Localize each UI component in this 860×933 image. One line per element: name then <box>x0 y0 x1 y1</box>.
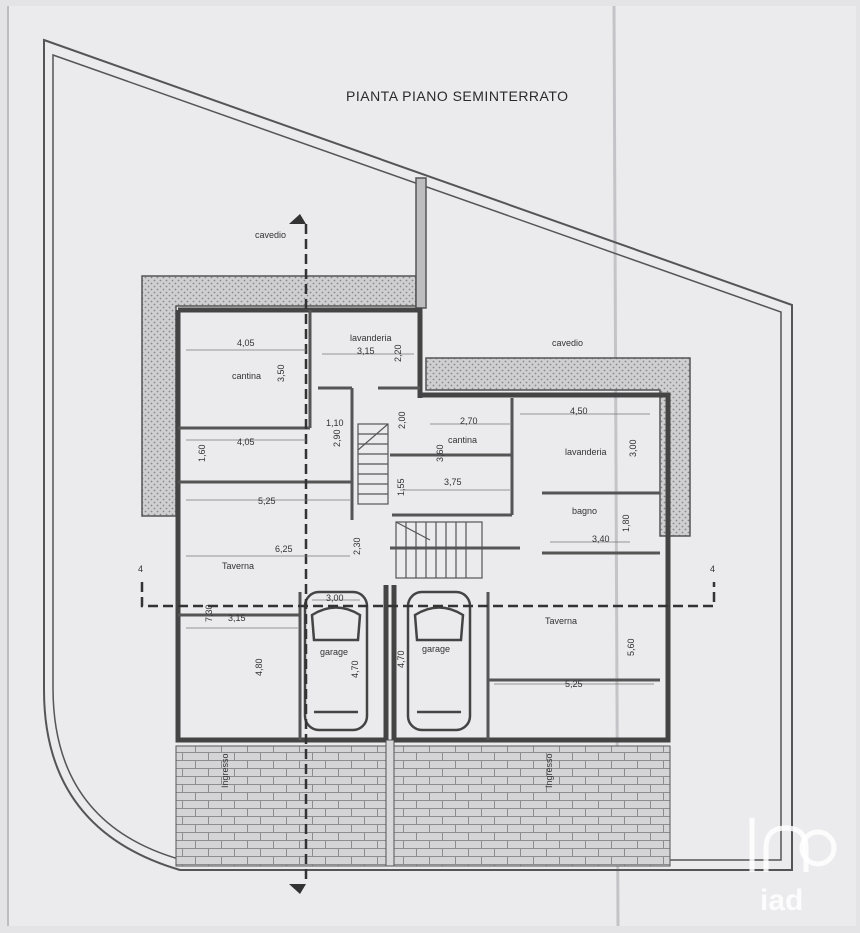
dim-1-60: 1,60 <box>197 444 207 462</box>
room-label-cantina-left: cantina <box>232 371 261 381</box>
dim-3-00-garage: 3,00 <box>326 593 344 603</box>
dim-3-60: 3,60 <box>435 444 445 462</box>
iad-logo: iad <box>749 818 837 917</box>
staircase-lower <box>395 521 483 579</box>
dim-5-25-bottom: 5,25 <box>565 679 583 689</box>
room-label-taverna-left: Taverna <box>222 561 254 571</box>
room-label-garage-left: garage <box>320 647 348 657</box>
dim-5-25-top: 5,25 <box>258 496 276 506</box>
dim-7-30: 7,30 <box>204 604 214 622</box>
room-label-ingresso-left: Ingresso <box>220 753 230 788</box>
room-label-ingresso-right: Ingresso <box>544 753 554 788</box>
dim-4-05-mid: 4,05 <box>237 437 255 447</box>
dim-1-10: 1,10 <box>326 418 344 428</box>
building-walls <box>175 307 671 743</box>
dim-4-50: 4,50 <box>570 406 588 416</box>
room-label-lavanderia-right: lavanderia <box>565 447 607 457</box>
room-label-cavedio-right: cavedio <box>552 338 583 348</box>
hatched-ground-right <box>425 357 691 537</box>
dim-4-70-right: 4,70 <box>396 650 406 668</box>
section-mark-right: 4 <box>710 564 715 574</box>
dim-3-75: 3,75 <box>444 477 462 487</box>
brick-paving-left <box>175 745 387 867</box>
interior-walls <box>178 310 660 740</box>
dim-4-70-left: 4,70 <box>350 660 360 678</box>
room-label-lavanderia-left: lavanderia <box>350 333 392 343</box>
dim-2-70: 2,70 <box>460 416 478 426</box>
dim-3-00-right: 3,00 <box>628 439 638 457</box>
dim-3-50: 3,50 <box>276 364 286 382</box>
svg-text:iad: iad <box>760 884 803 917</box>
dim-3-15-bottom: 3,15 <box>228 613 246 623</box>
room-label-cantina-right: cantina <box>448 435 477 445</box>
dim-2-30: 2,30 <box>352 537 362 555</box>
plan-title: PIANTA PIANO SEMINTERRATO <box>346 88 569 104</box>
cavedio-wall <box>415 177 427 309</box>
section-line <box>140 224 716 884</box>
dim-6-25: 6,25 <box>275 544 293 554</box>
lot-boundary <box>43 38 793 871</box>
dimension-lines <box>186 349 654 685</box>
brick-paving-right <box>393 745 671 867</box>
dim-4-05-top: 4,05 <box>237 338 255 348</box>
dim-3-15-top: 3,15 <box>357 346 375 356</box>
dim-2-00: 2,00 <box>397 411 407 429</box>
staircase-upper <box>357 423 389 505</box>
dim-5-60: 5,60 <box>626 638 636 656</box>
room-label-cavedio-left: cavedio <box>255 230 286 240</box>
paving-divider <box>385 739 395 867</box>
room-label-bagno: bagno <box>572 506 597 516</box>
room-label-garage-right: garage <box>422 644 450 654</box>
dim-2-90: 2,90 <box>332 429 342 447</box>
section-mark-left: 4 <box>138 564 143 574</box>
dim-3-40: 3,40 <box>592 534 610 544</box>
dim-1-55: 1,55 <box>396 478 406 496</box>
dim-1-80: 1,80 <box>621 514 631 532</box>
car-right <box>406 590 472 732</box>
room-label-taverna-right: Taverna <box>545 616 577 626</box>
section-arrows <box>289 214 306 894</box>
dim-4-80: 4,80 <box>254 658 264 676</box>
dim-2-20: 2,20 <box>393 344 403 362</box>
